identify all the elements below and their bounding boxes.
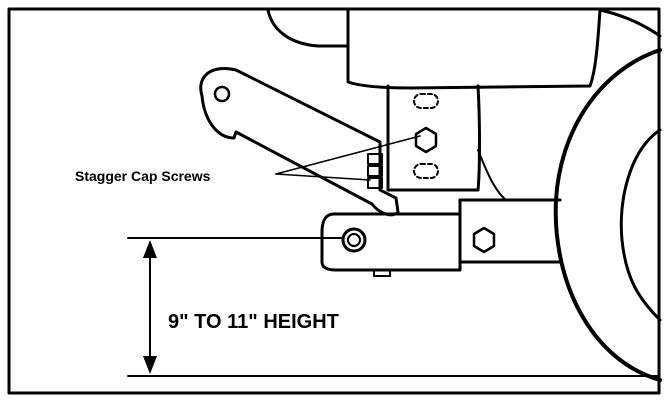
hex-bolt-drawbar — [472, 226, 496, 254]
callout-label: Stagger Cap Screws — [75, 168, 211, 184]
rear-tire-rim — [619, 128, 662, 322]
side-bracket-inner — [477, 149, 561, 201]
cap-screw-head-3 — [367, 177, 383, 189]
cap-screw-head-1 — [367, 153, 383, 165]
hitch-pin-hole — [341, 227, 367, 253]
tractor-body-block — [346, 8, 602, 90]
hitch-arm — [199, 67, 400, 217]
fender-arc — [598, 8, 662, 38]
side-bracket-plate — [386, 84, 481, 192]
hex-cap-screw-plate — [414, 126, 438, 154]
slot-hole-upper — [413, 93, 439, 109]
hitch-pin-block — [320, 212, 462, 272]
hitch-arm-pivot-hole — [213, 85, 231, 103]
hitch-pin-block-foot — [373, 269, 391, 277]
hitch-pin-hole-inner — [347, 233, 361, 247]
tractor-body-left — [266, 8, 350, 48]
diagram-frame — [7, 7, 661, 395]
height-arrow-down — [143, 356, 157, 374]
height-label: 9" TO 11" HEIGHT — [168, 311, 339, 333]
callout-leader-2 — [275, 173, 371, 181]
slot-hole-lower — [413, 163, 439, 179]
drawbar-tube — [458, 198, 562, 264]
rear-tire — [553, 48, 662, 382]
cap-screw-head-2 — [367, 165, 383, 177]
callout-leader-1 — [275, 135, 421, 175]
height-arrow-up — [143, 240, 157, 258]
